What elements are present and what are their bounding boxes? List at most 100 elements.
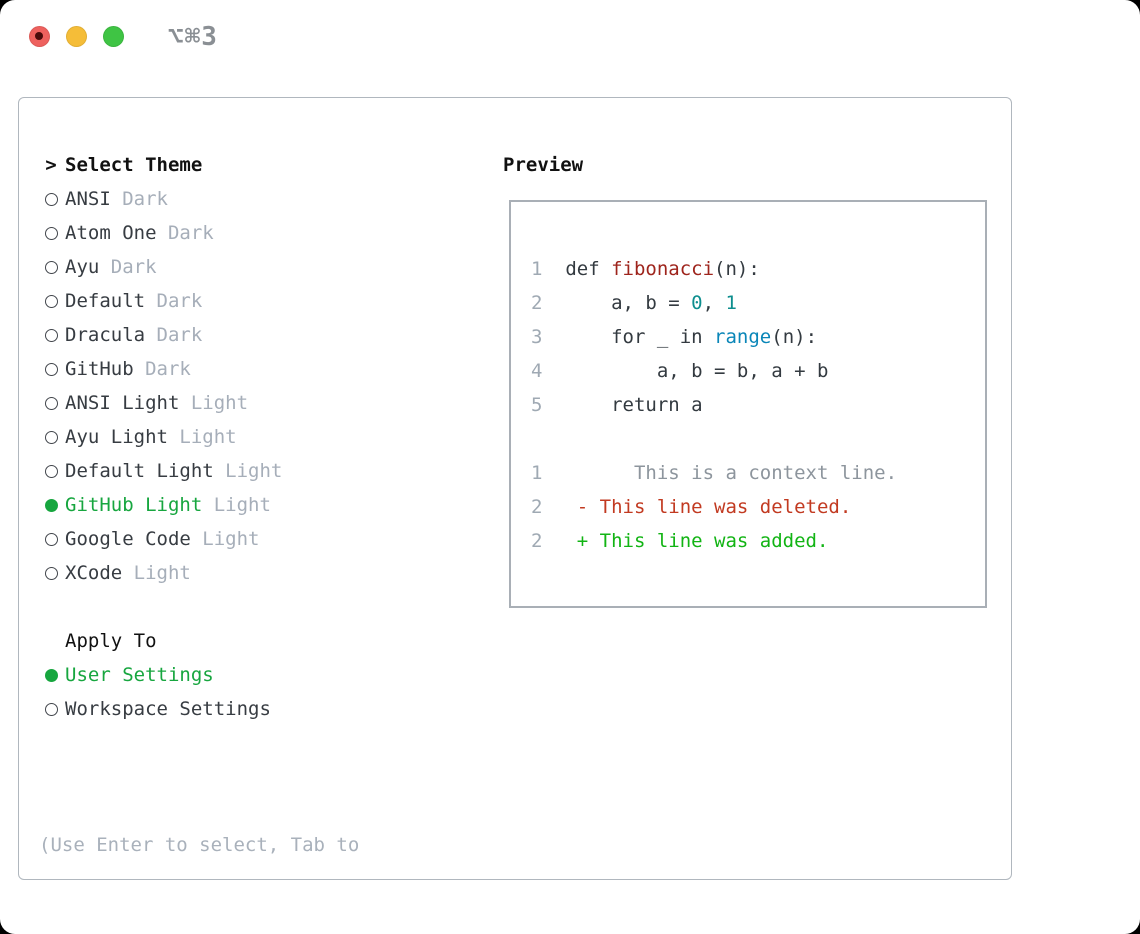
- radio-icon: [39, 362, 63, 376]
- keyboard-hint: (Use Enter to select, Tab to change focu…: [39, 760, 503, 934]
- radio-icon: [39, 498, 63, 512]
- option-label: Default: [65, 290, 146, 312]
- line-number: 2: [531, 292, 543, 314]
- apply-option-user-settings[interactable]: User Settings: [39, 658, 503, 692]
- radio-icon: [39, 668, 63, 682]
- option-tag: Dark: [110, 188, 168, 210]
- line-number: 4: [531, 360, 543, 382]
- option-label: Ayu: [65, 256, 100, 278]
- diff-text: This is a context line.: [542, 462, 898, 484]
- code-line: 2 a, b = 0, 1: [531, 286, 985, 320]
- diff-text: - This line was deleted.: [542, 496, 852, 518]
- code-line: 4 a, b = b, a + b: [531, 354, 985, 388]
- option-tag: Light: [167, 426, 237, 448]
- code-token-default: for _ in: [542, 326, 715, 348]
- apply-option-workspace-settings[interactable]: Workspace Settings: [39, 692, 503, 726]
- option-label: User Settings: [65, 664, 214, 686]
- code-token-function: fibonacci: [611, 258, 715, 280]
- theme-item-ayu-light[interactable]: Ayu Light Light: [39, 420, 503, 454]
- line-number: 1: [531, 258, 543, 280]
- close-button[interactable]: [29, 26, 50, 47]
- option-tag: Dark: [145, 290, 203, 312]
- option-label: Workspace Settings: [65, 698, 271, 720]
- theme-list-header-row: > Select Theme: [39, 148, 503, 182]
- window-title: ⌥⌘3: [168, 22, 218, 52]
- code-token-number: 0: [691, 292, 703, 314]
- preview-header-row: Preview: [503, 148, 997, 182]
- option-label: ANSI Light: [65, 392, 180, 414]
- option-tag: Light: [179, 392, 249, 414]
- option-label: GitHub: [65, 358, 134, 380]
- option-label: Default Light: [65, 460, 214, 482]
- preview-header: Preview: [503, 154, 584, 176]
- hint-line-2: change focus): [39, 930, 503, 934]
- theme-item-google-code[interactable]: Google Code Light: [39, 522, 503, 556]
- diff-line-addition: 2 + This line was added.: [531, 524, 985, 558]
- theme-item-xcode[interactable]: XCode Light: [39, 556, 503, 590]
- code-token-default: a, b = b, a + b: [542, 360, 829, 382]
- option-tag: Dark: [133, 358, 191, 380]
- radio-icon: [39, 566, 63, 580]
- theme-item-default-light[interactable]: Default Light Light: [39, 454, 503, 488]
- line-number: 5: [531, 394, 543, 416]
- line-number: 1: [531, 462, 543, 484]
- theme-item-dracula[interactable]: Dracula Dark: [39, 318, 503, 352]
- option-label: GitHub Light: [65, 494, 203, 516]
- code-token-default: def: [542, 258, 612, 280]
- code-token-default: a, b =: [542, 292, 692, 314]
- hint-line-1: (Use Enter to select, Tab to: [39, 834, 360, 856]
- apply-to-header-row: Apply To: [39, 624, 503, 658]
- option-label: Atom One: [65, 222, 157, 244]
- line-number: 3: [531, 326, 543, 348]
- line-number: 2: [531, 530, 543, 552]
- option-tag: Dark: [156, 222, 214, 244]
- code-token-default: return a: [542, 394, 703, 416]
- option-label: ANSI: [65, 188, 111, 210]
- theme-item-github[interactable]: GitHub Dark: [39, 352, 503, 386]
- code-token-default: ,: [702, 292, 726, 314]
- radio-icon: [39, 192, 63, 206]
- radio-icon: [39, 532, 63, 546]
- option-tag: Dark: [99, 256, 157, 278]
- preview-column: Preview 1 def fibonacci(n):2 a, b = 0, 1…: [503, 148, 997, 879]
- theme-item-atom-one[interactable]: Atom One Dark: [39, 216, 503, 250]
- theme-item-ayu[interactable]: Ayu Dark: [39, 250, 503, 284]
- record-dot-icon: [35, 32, 43, 40]
- traffic-lights: [29, 26, 124, 47]
- option-label: XCode: [65, 562, 123, 584]
- code-line: 3 for _ in range(n):: [531, 320, 985, 354]
- zoom-button[interactable]: [103, 26, 124, 47]
- apply-to-header: Apply To: [65, 630, 157, 652]
- theme-list-header: Select Theme: [65, 154, 203, 176]
- code-line: 1 def fibonacci(n):: [531, 252, 985, 286]
- minimize-button[interactable]: [66, 26, 87, 47]
- theme-item-ansi-light[interactable]: ANSI Light Light: [39, 386, 503, 420]
- cursor-icon: >: [45, 154, 57, 176]
- diff-text: + This line was added.: [542, 530, 829, 552]
- radio-icon: [39, 328, 63, 342]
- option-label: Google Code: [65, 528, 191, 550]
- theme-item-github-light[interactable]: GitHub Light Light: [39, 488, 503, 522]
- diff-line-deletion: 2 - This line was deleted.: [531, 490, 985, 524]
- option-label: Ayu Light: [65, 426, 168, 448]
- radio-icon: [39, 430, 63, 444]
- theme-item-default[interactable]: Default Dark: [39, 284, 503, 318]
- radio-icon: [39, 226, 63, 240]
- code-token-builtin: range: [714, 326, 772, 348]
- line-number: 2: [531, 496, 543, 518]
- option-tag: Light: [213, 460, 283, 482]
- code-line: 5 return a: [531, 388, 985, 422]
- theme-item-ansi[interactable]: ANSI Dark: [39, 182, 503, 216]
- radio-icon: [39, 702, 63, 716]
- radio-icon: [39, 396, 63, 410]
- code-token-default: (n):: [714, 258, 760, 280]
- option-tag: Light: [190, 528, 260, 550]
- blank-line: [531, 422, 985, 456]
